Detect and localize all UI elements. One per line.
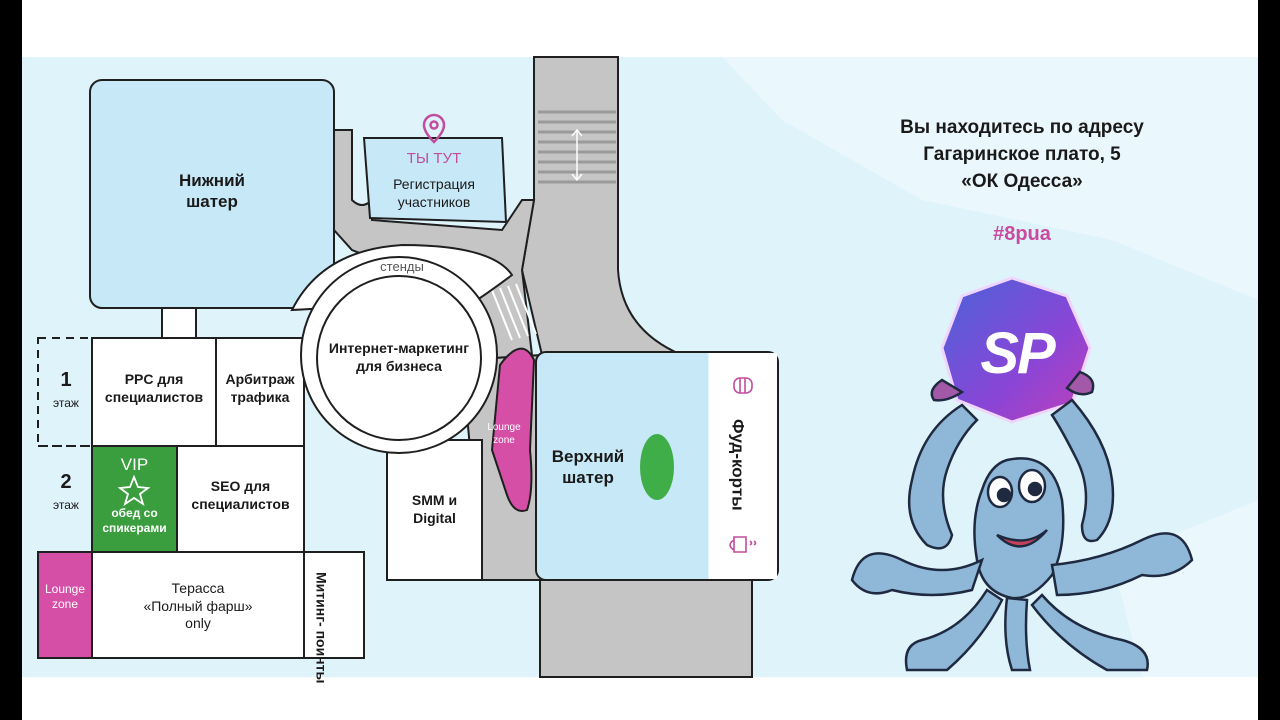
map-frame: Вы находитесь по адресу Гагаринское плат… [22, 0, 1258, 720]
address-line-2: Гагаринское плато, 5 [923, 144, 1121, 165]
burger-icon [733, 377, 753, 394]
sp-logo-badge [940, 276, 1092, 424]
hashtag: #8pua [993, 223, 1051, 245]
green-marker [640, 434, 674, 500]
registration-area [362, 137, 508, 224]
smm-room-label: SMM и Digital [411, 492, 458, 526]
ramp-stripes [491, 283, 537, 341]
upper-tent-label: Верхний шатер [551, 447, 625, 488]
food-court-strip [708, 353, 777, 579]
vip-subtitle: обед со спикерами [102, 506, 167, 535]
seo-room-label: SEO для специалистов [191, 478, 290, 512]
vip-title: VIP [120, 455, 149, 474]
address-line-1: Вы находитесь по адресу [900, 117, 1144, 138]
internet-marketing-label: Интернет-маркетинг для бизнеса [328, 340, 470, 374]
background-shape [722, 57, 1258, 300]
floor-1-outline [37, 337, 95, 447]
address-line-3: «ОК Одесса» [961, 171, 1083, 192]
octopus-mascot [850, 370, 1194, 672]
lower-tent-building [89, 79, 335, 309]
ppc-room-label: PPC для специалистов [104, 371, 204, 405]
arbitrage-room-label: Арбитраж трафика [225, 371, 295, 405]
map-pin-icon [422, 113, 446, 144]
venue-map [22, 56, 1258, 678]
lower-tent-connector [161, 307, 197, 339]
lounge-right-label: Lounge zone [487, 422, 521, 446]
food-courts-label: Фуд-корты [728, 419, 748, 511]
meeting-points-label: Митинг- поинты [313, 572, 330, 684]
internet-marketing-hall [316, 275, 482, 441]
background-shape [1112, 500, 1258, 677]
you-are-here-label: ТЫ ТУТ [406, 150, 462, 167]
floor-1-label: этаж [53, 396, 79, 410]
stands-label: стенды [380, 259, 424, 274]
stairs-arrow [571, 128, 583, 182]
sp-logo-text: SP [980, 321, 1055, 386]
floor-rooms [37, 337, 483, 659]
floor-2-number: 2 [60, 471, 72, 493]
terrace-label: Терасса «Полный фарш» only [143, 580, 253, 631]
lounge-left-label: Lounge zone [44, 582, 86, 611]
registration-label: Регистрация участников [393, 176, 475, 210]
lower-tent-label: Нижний шатер [179, 171, 245, 212]
lounge-zone-right [490, 347, 536, 512]
floor-1-number: 1 [60, 369, 72, 391]
coffee-icon [729, 536, 757, 553]
star-icon [117, 474, 151, 507]
floor-2-label: этаж [53, 498, 79, 512]
